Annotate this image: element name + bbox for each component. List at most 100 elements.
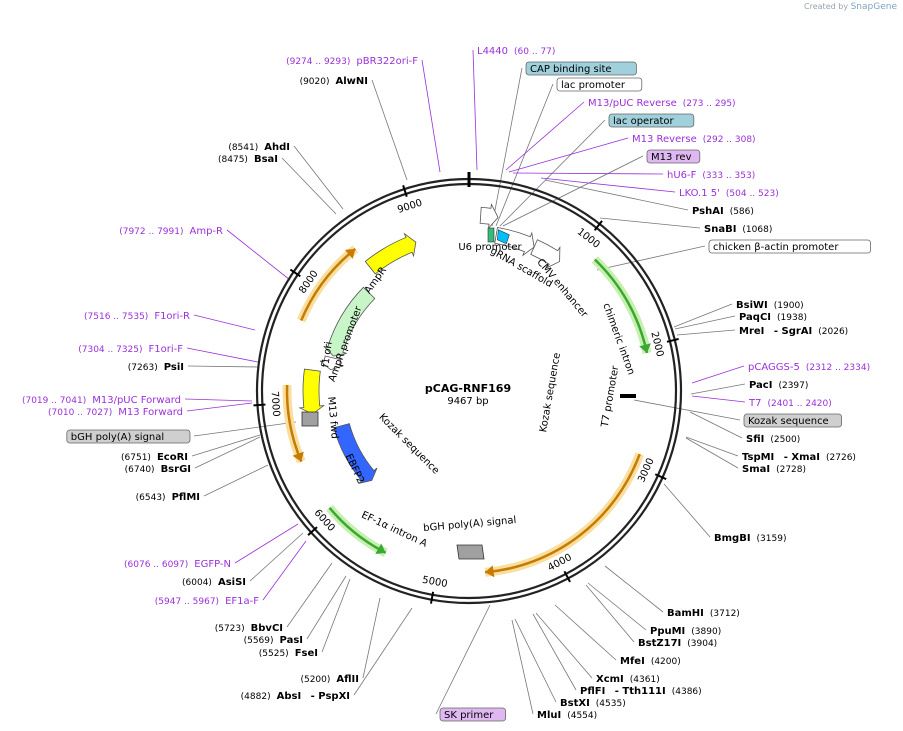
map-label-m13-puc-reverse[interactable]: M13/pUC Reverse(273 .. 295) bbox=[588, 98, 736, 109]
map-label-l4440[interactable]: L4440(60 .. 77) bbox=[477, 46, 555, 57]
leader-line bbox=[249, 532, 304, 582]
map-label-chicken-actin-promoter[interactable]: chicken β-actin promoter bbox=[708, 239, 872, 254]
map-label-ef1a-f[interactable]: (5947 .. 5967)EF1a-F bbox=[155, 596, 259, 607]
label-position: (6543) bbox=[136, 493, 166, 503]
map-label-ppumi[interactable]: PpuMI(3890) bbox=[650, 626, 721, 637]
feature-tag-text: Kozak sequence bbox=[748, 416, 829, 427]
feature-ampr-promoter[interactable] bbox=[319, 355, 344, 371]
map-label-fsei[interactable]: (5525)FseI bbox=[259, 648, 318, 659]
map-label-absi[interactable]: (4882)AbsI - PspXI bbox=[241, 691, 350, 702]
feature-ebfp2[interactable] bbox=[333, 423, 378, 484]
label-position: (7010 .. 7027) bbox=[48, 408, 112, 418]
leader-line bbox=[286, 562, 333, 628]
map-label-t7[interactable]: T7(2401 .. 2420) bbox=[748, 398, 832, 409]
map-label-egfp-n[interactable]: (6076 .. 6097)EGFP-N bbox=[124, 559, 231, 570]
map-label-asisi[interactable]: (6004)AsiSI bbox=[182, 577, 246, 588]
label-name: AlwNI bbox=[336, 76, 369, 87]
map-label-bsrgi[interactable]: (6740)BsrGI bbox=[125, 464, 191, 475]
label-text: (4882)AbsI - PspXI bbox=[241, 691, 350, 702]
label-name: BmgBI bbox=[714, 533, 751, 544]
feature-ampr[interactable] bbox=[323, 286, 376, 357]
leader-line bbox=[674, 315, 736, 330]
ring-tick bbox=[289, 268, 301, 278]
label-name: BsrGI bbox=[161, 464, 191, 475]
label-name: pBR322ori-F bbox=[356, 56, 418, 67]
map-label-pasi[interactable]: (5569)PasI bbox=[244, 635, 303, 646]
label-position: (5947 .. 5967) bbox=[155, 597, 219, 607]
map-label-bamhi[interactable]: BamHI(3712) bbox=[667, 608, 740, 619]
map-label-snabi[interactable]: SnaBI(1068) bbox=[704, 224, 772, 235]
map-label-sk-primer[interactable]: SK primer bbox=[439, 707, 506, 722]
map-label-f1ori-r[interactable]: (7516 .. 7535)F1ori-R bbox=[84, 311, 190, 322]
map-label-cap-binding-site[interactable]: CAP binding site bbox=[525, 61, 637, 76]
inner-label-t7-promoter: T7 promoter bbox=[600, 364, 622, 429]
map-label-smai[interactable]: SmaI(2728) bbox=[742, 464, 806, 475]
label-name: hU6-F bbox=[667, 170, 697, 181]
map-label-bstz17i[interactable]: BstZ17I(3904) bbox=[638, 638, 717, 649]
map-label-hu6-f[interactable]: hU6-F(333 .. 353) bbox=[667, 170, 755, 181]
label-text: LKO.1 5'(504 .. 523) bbox=[679, 188, 779, 199]
map-label-paci[interactable]: PacI(2397) bbox=[749, 380, 808, 391]
map-label-amp-r[interactable]: (7972 .. 7991)Amp-R bbox=[119, 226, 223, 237]
label-name: SnaBI bbox=[704, 224, 736, 235]
map-label-mlui[interactable]: MluI(4554) bbox=[537, 710, 597, 721]
map-label-psii[interactable]: (7263)PsiI bbox=[128, 362, 184, 373]
map-label-mfei[interactable]: MfeI(4200) bbox=[620, 656, 681, 667]
label-position: (8541) bbox=[228, 143, 258, 153]
ring-tick bbox=[253, 403, 266, 407]
map-label-sfii[interactable]: SfiI(2500) bbox=[746, 434, 800, 445]
label-text: PaqCI(1938) bbox=[739, 312, 807, 323]
map-label-m13-reverse[interactable]: M13 Reverse(292 .. 308) bbox=[632, 134, 756, 145]
map-label-bgh-poly-a-signal[interactable]: bGH poly(A) signal bbox=[66, 429, 191, 444]
leader-line bbox=[689, 411, 743, 439]
feature-arc-arrowhead bbox=[639, 343, 651, 354]
map-label-bstxi[interactable]: BstXI(4535) bbox=[560, 698, 626, 709]
label-position: (6076 .. 6097) bbox=[124, 560, 188, 570]
feature-arcs bbox=[282, 245, 652, 578]
feature-u6-promoter[interactable] bbox=[479, 202, 499, 230]
map-label-kozak-sequence[interactable]: Kozak sequence bbox=[743, 413, 842, 428]
leader-line bbox=[508, 137, 629, 173]
map-label-pflfi[interactable]: PflFI - Tth111I(4386) bbox=[580, 686, 702, 697]
leader-line bbox=[633, 399, 741, 421]
map-label-pflmi[interactable]: (6543)PflMI bbox=[136, 492, 200, 503]
label-text: (7304 .. 7325)F1ori-F bbox=[78, 344, 183, 355]
map-label-paqci[interactable]: PaqCI(1938) bbox=[739, 312, 807, 323]
map-label-m13-forward[interactable]: (7010 .. 7027)M13 Forward bbox=[48, 407, 183, 418]
map-label-m13-rev[interactable]: M13 rev bbox=[646, 149, 701, 164]
label-name: L4440 bbox=[477, 46, 508, 57]
map-label-bsai[interactable]: (8475)BsaI bbox=[218, 154, 278, 165]
label-position: (4882) bbox=[241, 692, 271, 702]
feature-ori[interactable] bbox=[364, 232, 417, 275]
feature-arc-chimeric-intron[interactable] bbox=[593, 258, 649, 354]
label-position: (4535) bbox=[596, 699, 626, 709]
map-label-aflii[interactable]: (5200)AflII bbox=[300, 674, 359, 685]
map-label-pshai[interactable]: PshAI(586) bbox=[692, 206, 754, 217]
map-label-f1ori-f[interactable]: (7304 .. 7325)F1ori-F bbox=[78, 344, 183, 355]
feature-arc-rnf169-orf[interactable] bbox=[484, 453, 641, 574]
map-label-bbvci[interactable]: (5723)BbvCI bbox=[215, 623, 283, 634]
map-label-pbr322ori-f[interactable]: (9274 .. 9293)pBR322ori-F bbox=[286, 56, 418, 67]
label-text: TspMI - XmaI(2726) bbox=[742, 452, 856, 463]
map-label-m13-puc-forward[interactable]: (7019 .. 7041)M13/pUC Forward bbox=[22, 395, 181, 406]
map-label-ecori[interactable]: (6751)EcoRI bbox=[121, 452, 188, 463]
ring-tick-label: 5000 bbox=[421, 575, 448, 590]
label-name: PflFI bbox=[580, 686, 605, 697]
map-label-bmgbi[interactable]: BmgBI(3159) bbox=[714, 533, 786, 544]
map-label-ahdi[interactable]: (8541)AhdI bbox=[228, 142, 290, 153]
map-label-mrei[interactable]: MreI - SgrAI(2026) bbox=[739, 326, 848, 337]
label-text: BstXI(4535) bbox=[560, 698, 626, 709]
map-label-tspmi[interactable]: TspMI - XmaI(2726) bbox=[742, 452, 856, 463]
map-label-lac-operator[interactable]: lac operator bbox=[608, 113, 695, 128]
feature-f1-ori[interactable] bbox=[298, 368, 326, 415]
label-name: BbvCI bbox=[251, 623, 283, 634]
map-label-lko-1-5[interactable]: LKO.1 5'(504 .. 523) bbox=[679, 188, 779, 199]
map-label-lac-promoter[interactable]: lac promoter bbox=[556, 77, 643, 92]
map-label-bsiwi[interactable]: BsiWI(1900) bbox=[736, 300, 804, 311]
label-text: PshAI(586) bbox=[692, 206, 754, 217]
map-label-xcmi[interactable]: XcmI(4361) bbox=[596, 674, 660, 685]
map-label-alwni[interactable]: (9020)AlwNI bbox=[300, 76, 368, 87]
map-label-pcaggs-5[interactable]: pCAGGS-5(2312 .. 2334) bbox=[748, 362, 870, 373]
leader-line bbox=[685, 437, 739, 469]
feature-chicken-promoter[interactable] bbox=[530, 239, 561, 269]
